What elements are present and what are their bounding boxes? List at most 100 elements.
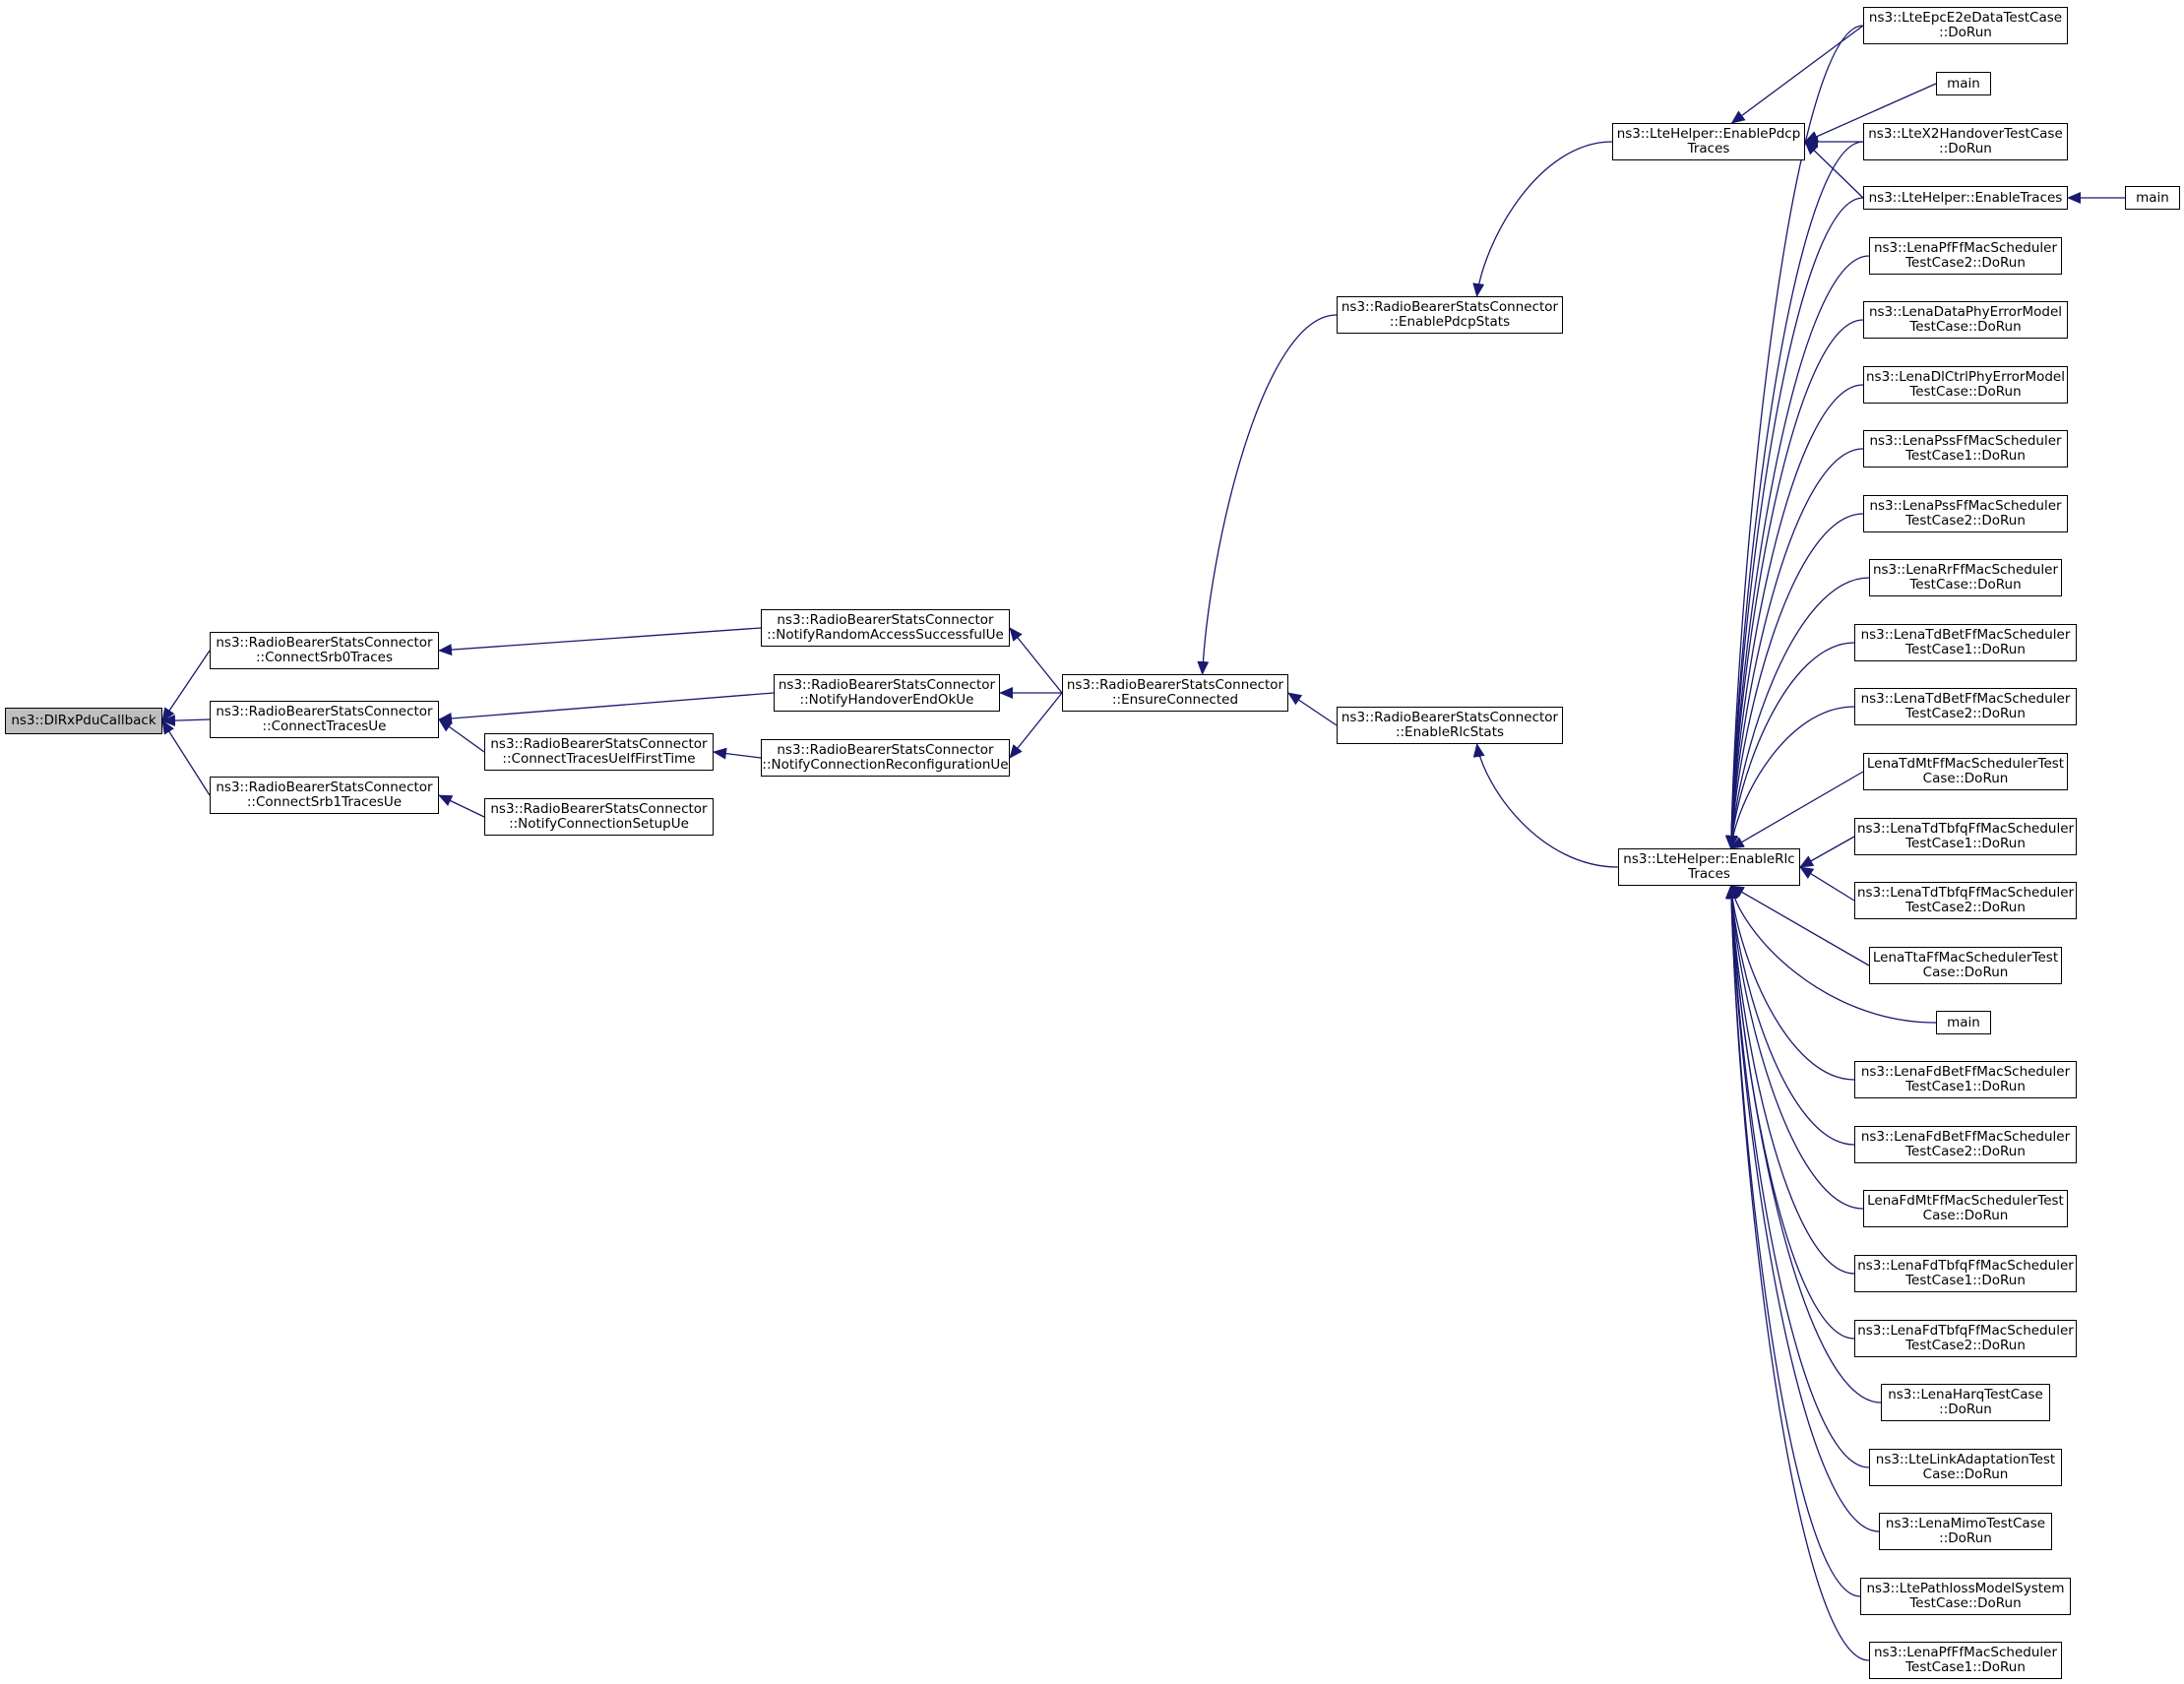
edge-nheo-to-ctue: [438, 692, 775, 724]
node-rlcstats[interactable]: ns3::RadioBearerStatsConnector::EnableRl…: [1337, 707, 1563, 744]
node-entr[interactable]: ns3::LteHelper::EnableTraces: [1863, 186, 2068, 210]
edge-nras-to-srb0: [438, 627, 762, 656]
edge-entr-to-pdcptr: [1804, 141, 1864, 199]
node-nras[interactable]: ns3::RadioBearerStatsConnector::NotifyRa…: [761, 609, 1010, 647]
node-main1[interactable]: main: [1936, 72, 1991, 95]
node-label-line: Traces: [1688, 866, 1730, 882]
node-label-line: ns3::LteLinkAdaptationTest: [1875, 1452, 2056, 1467]
edge-fdmt-to-rlctr: [1725, 885, 1864, 1210]
node-main2[interactable]: main: [2125, 186, 2180, 210]
node-label-line: ns3::LtePathlossModelSystem: [1866, 1581, 2065, 1596]
node-label-line: TestCase::DoRun: [1909, 384, 2022, 400]
node-mimo[interactable]: ns3::LenaMimoTestCase::DoRun: [1879, 1513, 2052, 1550]
node-label-line: TestCase2::DoRun: [1905, 513, 2026, 529]
edge-ncsu-to-srb1: [438, 794, 485, 818]
node-harq[interactable]: ns3::LenaHarqTestCase::DoRun: [1881, 1384, 2050, 1421]
node-label-line: Case::DoRun: [1922, 771, 2009, 786]
node-label-line: ns3::RadioBearerStatsConnector: [216, 635, 433, 651]
node-label-line: LenaFdMtFfMacSchedulerTest: [1867, 1193, 2064, 1209]
node-ncsu[interactable]: ns3::RadioBearerStatsConnector::NotifyCo…: [484, 798, 714, 836]
edge-tdmt-to-rlctr: [1729, 771, 1864, 849]
node-label-line: Case::DoRun: [1922, 1208, 2009, 1223]
edge-rlctr-to-rlcstats: [1472, 743, 1619, 868]
node-label-line: ::EnsureConnected: [1111, 692, 1239, 708]
node-dlrx[interactable]: ns3::DlRxPduCallback: [5, 708, 162, 734]
node-label-line: Traces: [1687, 141, 1730, 156]
edge-pss2-to-rlctr: [1725, 513, 1864, 849]
node-label-line: ::ConnectSrb0Traces: [255, 650, 394, 665]
node-epc[interactable]: ns3::LteEpcE2eDataTestCase::DoRun: [1863, 7, 2068, 44]
node-x2[interactable]: ns3::LteX2HandoverTestCase::DoRun: [1863, 123, 2068, 160]
node-ensure[interactable]: ns3::RadioBearerStatsConnector::EnsureCo…: [1062, 674, 1288, 712]
node-label-line: ns3::LteX2HandoverTestCase: [1868, 126, 2063, 142]
node-label-line: TestCase1::DoRun: [1905, 1659, 2026, 1675]
node-label-line: ns3::LenaTdBetFfMacScheduler: [1860, 691, 2071, 707]
edge-pdcpstats-to-ensure: [1197, 314, 1338, 675]
edge-fdtbfq1-to-rlctr: [1725, 885, 1855, 1275]
node-label-line: TestCase2::DoRun: [1905, 706, 2026, 721]
node-ncru[interactable]: ns3::RadioBearerStatsConnector::NotifyCo…: [761, 739, 1010, 777]
node-label-line: ns3::DlRxPduCallback: [11, 713, 156, 728]
node-label-line: TestCase1::DoRun: [1905, 448, 2026, 464]
edge-pdcptr-to-pdcpstats: [1472, 141, 1613, 297]
node-srb1[interactable]: ns3::RadioBearerStatsConnector::ConnectS…: [210, 777, 439, 814]
edge-entr-to-rlctr: [1725, 197, 1864, 849]
node-label-line: TestCase1::DoRun: [1905, 1273, 2026, 1288]
node-nheo[interactable]: ns3::RadioBearerStatsConnector::NotifyHa…: [774, 674, 1000, 712]
node-label-line: ns3::LenaMimoTestCase: [1885, 1516, 2046, 1531]
node-pdcpstats[interactable]: ns3::RadioBearerStatsConnector::EnablePd…: [1337, 296, 1563, 334]
node-label-line: ns3::LteHelper::EnablePdcp: [1616, 126, 1801, 142]
node-label-line: ::ConnectTracesUeIfFirstTime: [502, 751, 696, 767]
edge-ncru-to-ctueif: [713, 747, 762, 760]
node-label-line: TestCase1::DoRun: [1905, 1079, 2026, 1094]
edge-epc-to-rlctr: [1725, 25, 1864, 849]
node-srb0[interactable]: ns3::RadioBearerStatsConnector::ConnectS…: [210, 632, 439, 669]
node-ctue[interactable]: ns3::RadioBearerStatsConnector::ConnectT…: [210, 701, 439, 738]
node-label-line: TestCase::DoRun: [1909, 319, 2022, 335]
node-ctueif[interactable]: ns3::RadioBearerStatsConnector::ConnectT…: [484, 733, 714, 771]
node-label-line: ::DoRun: [1939, 141, 1992, 156]
node-label-line: ns3::LenaDlCtrlPhyErrorModel: [1866, 369, 2065, 385]
edge-harq-to-rlctr: [1725, 885, 1882, 1403]
node-label-line: ns3::RadioBearerStatsConnector: [1341, 710, 1559, 725]
node-label-line: ns3::LenaTdBetFfMacScheduler: [1860, 627, 2071, 643]
node-label-line: ns3::RadioBearerStatsConnector: [1341, 299, 1559, 315]
edge-ctueif-to-ctue: [438, 718, 485, 753]
node-main3[interactable]: main: [1936, 1011, 1991, 1034]
node-label-line: ns3::LteEpcE2eDataTestCase: [1868, 10, 2063, 26]
node-label-line: ns3::LenaFdBetFfMacScheduler: [1860, 1064, 2071, 1080]
edge-main1-to-pdcptr: [1804, 83, 1937, 143]
node-label-line: TestCase1::DoRun: [1905, 836, 2026, 851]
node-label-line: main: [1947, 75, 1980, 92]
node-label-line: ::NotifyConnectionReconfigurationUe: [762, 757, 1009, 773]
edge-dataphy-to-rlctr: [1725, 319, 1864, 849]
node-label-line: ::EnableRlcStats: [1395, 724, 1505, 740]
node-label-line: ns3::LteHelper::EnableRlc: [1623, 851, 1795, 867]
node-label-line: ns3::LenaPfFfMacScheduler: [1873, 1645, 2058, 1660]
edge-ensure-to-nras: [1009, 627, 1063, 694]
node-label-line: ns3::RadioBearerStatsConnector: [777, 612, 994, 628]
